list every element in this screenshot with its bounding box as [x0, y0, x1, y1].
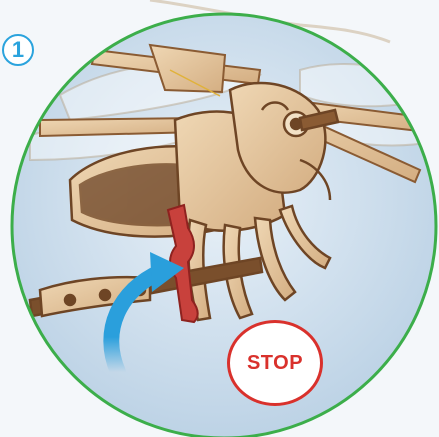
- step-number-badge: 1: [2, 34, 34, 66]
- stop-label: STOP: [247, 352, 303, 375]
- step-number: 1: [12, 37, 24, 63]
- stop-badge: STOP: [227, 320, 323, 406]
